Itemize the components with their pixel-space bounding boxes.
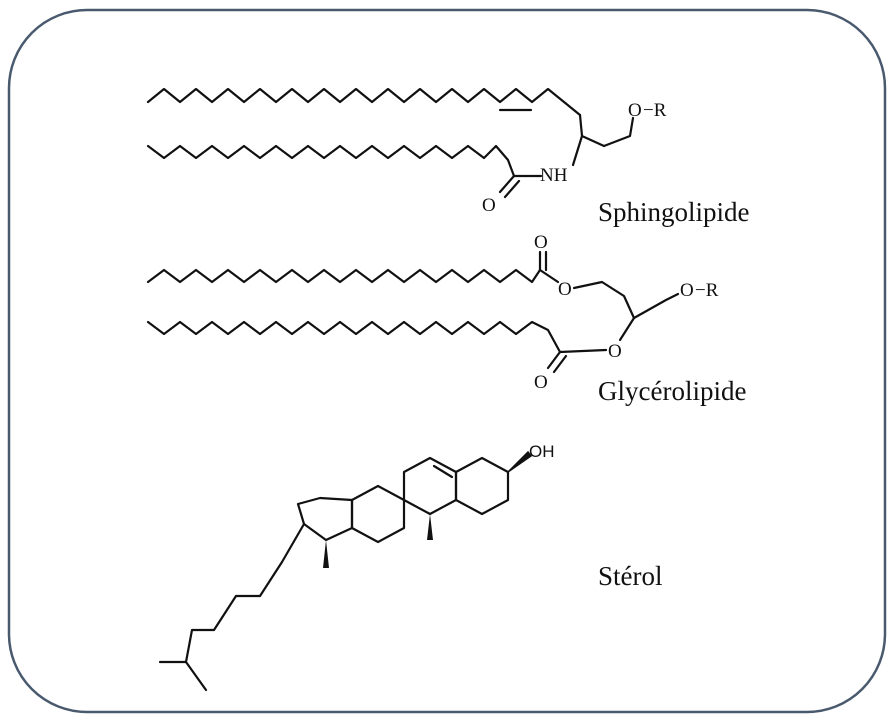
glycero-r-group: −R xyxy=(695,280,719,301)
glycero-bottom-c-o-double xyxy=(552,354,568,374)
glycero-bottom-carbonyl-o: O xyxy=(534,372,548,393)
sphingo-ether-o: O xyxy=(628,100,642,121)
glycero-top-carbonyl-o: O xyxy=(534,232,548,253)
glycero-top-ester-bond xyxy=(538,268,560,284)
glycero-ether-o: O xyxy=(680,280,694,301)
glycerolipide-structure: O O O −R O O xyxy=(146,232,719,393)
sphingo-acyl-chain xyxy=(146,144,516,178)
amide-c-o-bond xyxy=(498,174,516,194)
sterol-c19-methyl xyxy=(427,514,433,540)
rounded-frame xyxy=(7,8,887,714)
sphingo-ether-branch xyxy=(602,116,635,148)
label-glycerolipide: Glycérolipide xyxy=(598,376,747,406)
sterol-structure: OH xyxy=(158,442,555,692)
label-sterol: Stérol xyxy=(598,561,663,591)
sterol-side-chain xyxy=(184,522,306,692)
glycero-bottom-ester-bond xyxy=(558,348,608,354)
sphingoid-chain xyxy=(146,87,582,117)
sterol-double-bond xyxy=(432,464,454,479)
glycero-bottom-ester-o: O xyxy=(608,341,622,362)
sterol-oh-wedge xyxy=(507,450,533,473)
glycero-bottom-c-o xyxy=(546,350,562,370)
glycero-acyl-chain-2 xyxy=(146,320,562,354)
sphingo-c-n-bond xyxy=(571,134,584,167)
sterol-c18-methyl xyxy=(323,540,329,568)
sterol-hydroxyl: OH xyxy=(529,442,555,461)
sphingo-amide-nh: NH xyxy=(540,165,568,186)
glycero-acyl-chain-1 xyxy=(146,268,542,284)
glycero-top-ester-o: O xyxy=(558,279,572,300)
label-sphingolipide: Sphingolipide xyxy=(598,197,750,227)
sphingolipide-structure: O −R NH O xyxy=(146,87,667,216)
amide-c-o-double xyxy=(503,179,521,199)
sphingo-carbonyl-o: O xyxy=(482,195,496,216)
sphingo-r-group: −R xyxy=(643,100,667,121)
glycero-sn2-bond xyxy=(618,316,636,342)
glycero-ether-branch xyxy=(632,292,680,320)
glycerol-backbone xyxy=(572,280,636,320)
